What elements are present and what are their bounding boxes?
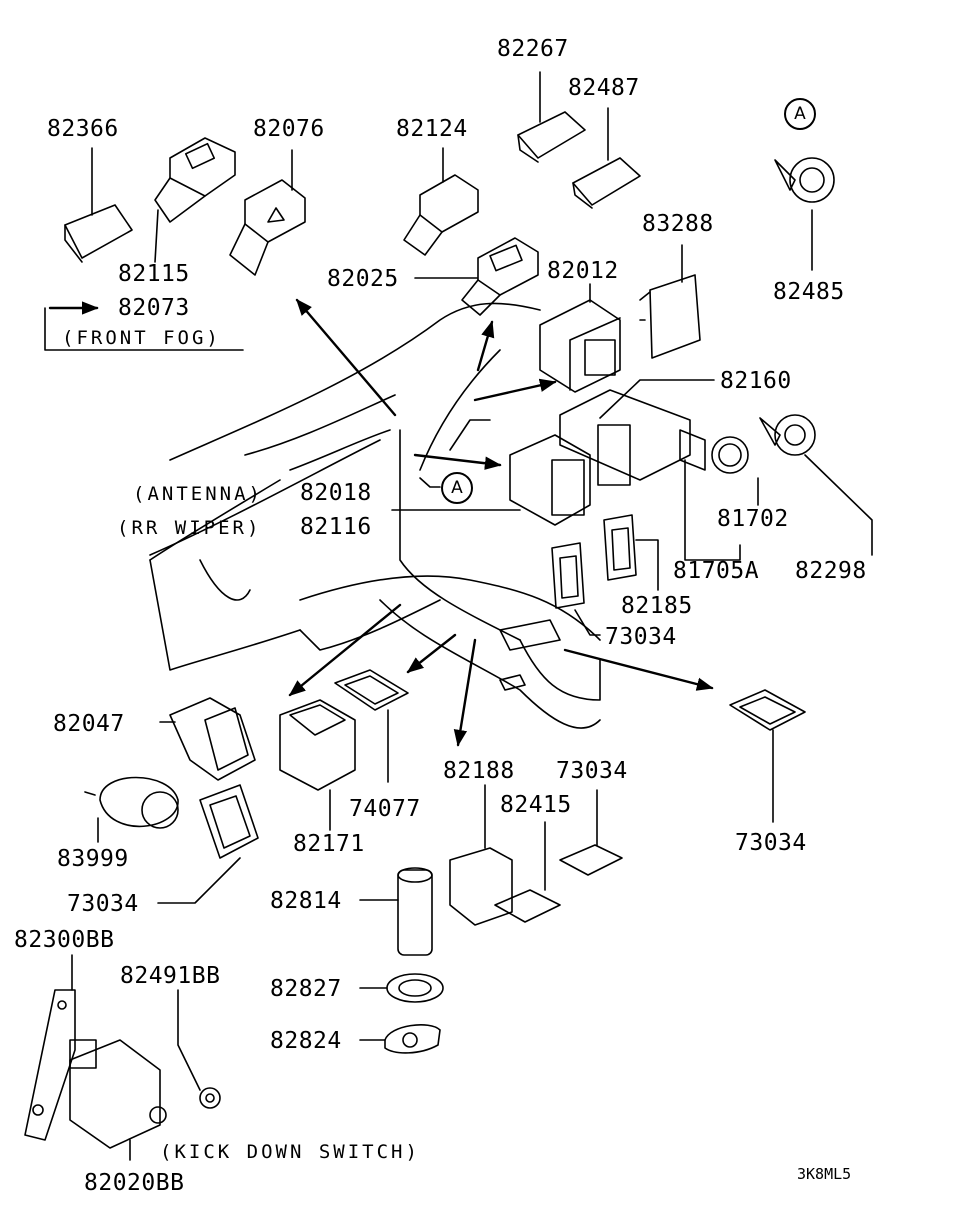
part-label-82188: 82188: [443, 758, 515, 784]
part-73034d-shape: [559, 844, 623, 876]
part-label-82025: 82025: [327, 266, 399, 292]
part-82018-shape: [509, 434, 591, 526]
part-label-74077: 74077: [349, 796, 421, 822]
part-label-82124: 82124: [396, 116, 468, 142]
part-82300BB-shape: [24, 989, 76, 1141]
part-label-82814: 82814: [270, 888, 342, 914]
part-82267-shape: [517, 111, 586, 163]
callout-a-top: A: [784, 98, 816, 130]
part-label-82415: 82415: [500, 792, 572, 818]
part-label-81705A: 81705A: [673, 558, 760, 584]
part-82115-shape: [154, 137, 236, 223]
part-label-73034-d: 73034: [735, 830, 807, 856]
part-label-82267: 82267: [497, 36, 569, 62]
part-label-82298: 82298: [795, 558, 867, 584]
note-front-fog: (FRONT FOG): [62, 327, 221, 349]
part-label-83288: 83288: [642, 211, 714, 237]
part-label-82020BB: 82020BB: [84, 1170, 185, 1196]
callout-a-center: A: [441, 472, 473, 504]
part-73034b-shape: [199, 784, 259, 859]
part-label-73034-c: 73034: [556, 758, 628, 784]
part-82171-shape: [279, 699, 356, 791]
part-82824-shape: [384, 1024, 441, 1054]
part-label-83999: 83999: [57, 846, 129, 872]
part-label-82185: 82185: [621, 593, 693, 619]
part-82188-shape: [449, 847, 513, 926]
part-83288-shape: [639, 274, 701, 359]
part-82298-shape: [759, 414, 816, 456]
part-label-82487: 82487: [568, 75, 640, 101]
part-label-82076: 82076: [253, 116, 325, 142]
dashboard-outline: [149, 302, 601, 729]
note-kick-down-switch: (KICK DOWN SWITCH): [160, 1141, 420, 1163]
part-label-82160: 82160: [720, 368, 792, 394]
part-82185-shape: [603, 514, 637, 581]
part-label-82073: 82073: [118, 295, 190, 321]
note-rr-wiper: (RR WIPER): [117, 517, 262, 539]
part-82025-shape: [461, 237, 539, 316]
part-label-82171: 82171: [293, 831, 365, 857]
part-82485-shape: [774, 157, 835, 203]
note-antenna: (ANTENNA): [133, 483, 263, 505]
part-82491BB-shape: [199, 1087, 221, 1109]
diagram-code: 3K8ML5: [797, 1165, 852, 1183]
part-label-82115: 82115: [118, 261, 190, 287]
part-82415-shape: [494, 889, 561, 923]
part-label-81702: 81702: [717, 506, 789, 532]
direction-arrows: [48, 298, 714, 747]
part-label-82366: 82366: [47, 116, 119, 142]
part-82124-shape: [403, 174, 479, 256]
part-label-82018: 82018: [300, 480, 372, 506]
part-74077-shape: [334, 669, 409, 711]
part-81702-shape: [679, 429, 749, 474]
part-label-82491BB: 82491BB: [120, 963, 221, 989]
part-82012-shape: [539, 299, 621, 393]
part-label-82485: 82485: [773, 279, 845, 305]
part-82160-shape: [559, 389, 691, 486]
part-label-82827: 82827: [270, 976, 342, 1002]
part-label-82047: 82047: [53, 711, 125, 737]
part-73034a-shape: [551, 542, 585, 609]
part-82366-shape: [64, 204, 133, 263]
part-label-73034-a: 73034: [605, 624, 677, 650]
part-label-82824: 82824: [270, 1028, 342, 1054]
part-82814-shape: [397, 867, 433, 956]
part-82827-shape: [386, 973, 444, 1003]
part-82076-shape: [229, 179, 306, 276]
part-label-82300BB: 82300BB: [14, 927, 115, 953]
part-label-82012: 82012: [547, 258, 619, 284]
leader-lines: [44, 71, 873, 1161]
part-label-73034-b: 73034: [67, 891, 139, 917]
part-label-82116: 82116: [300, 514, 372, 540]
part-82487-shape: [572, 157, 641, 209]
part-73034c-shape: [729, 689, 806, 731]
part-83999-shape: [84, 776, 179, 829]
part-82047-shape: [169, 697, 256, 781]
part-82020BB-shape: [69, 1039, 167, 1149]
